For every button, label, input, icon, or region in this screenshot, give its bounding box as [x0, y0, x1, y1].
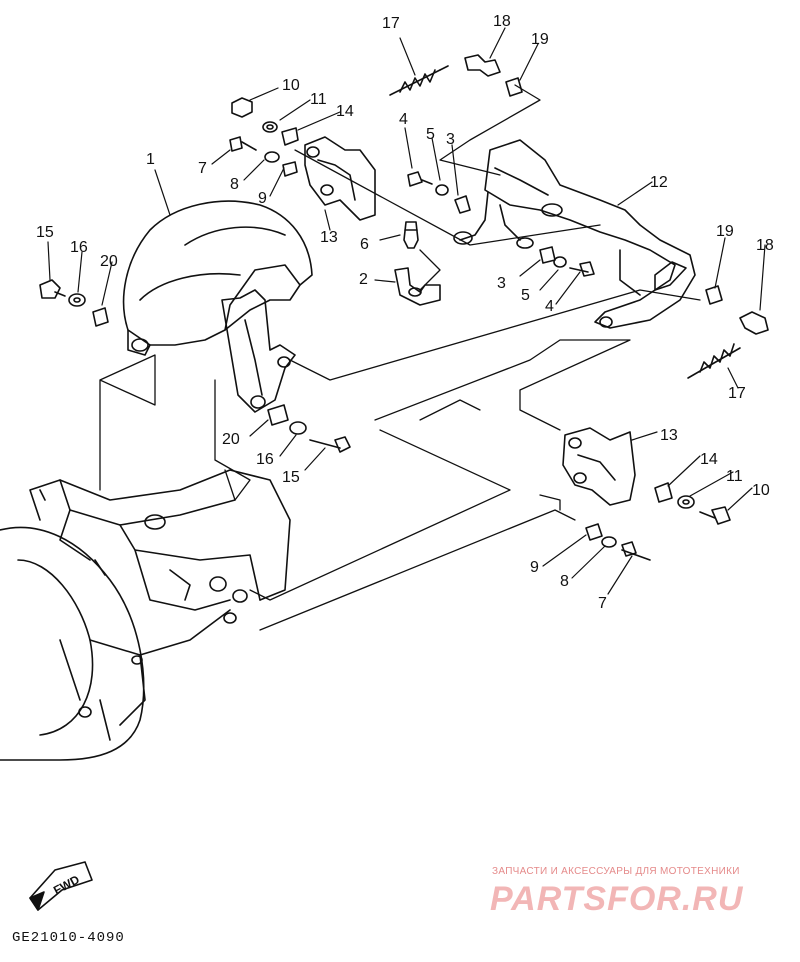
- spring-upper: [389, 65, 449, 96]
- diagram-code: GE21010-4090: [12, 930, 125, 946]
- hardware-upper-left: [229, 97, 299, 177]
- grease-nipple-part-6: [403, 221, 419, 249]
- callout-5: 5: [521, 287, 530, 304]
- callout-8: 8: [560, 573, 569, 590]
- hardware-lower-right: [585, 482, 731, 561]
- hardware-right-mid: [539, 246, 595, 277]
- callout-20: 20: [100, 253, 118, 270]
- callout-9: 9: [530, 559, 539, 576]
- pin-lower: [739, 311, 769, 335]
- hardware-middle: [407, 171, 471, 214]
- callout-6: 6: [360, 236, 369, 253]
- leader-lines: [47, 27, 766, 595]
- callout-10: 10: [282, 77, 300, 94]
- hardware-left: [39, 279, 109, 327]
- mount-arm: [221, 289, 296, 413]
- callout-1: 1: [146, 151, 155, 168]
- callout-14: 14: [336, 103, 354, 120]
- callout-8: 8: [230, 176, 239, 193]
- callout-2: 2: [359, 271, 368, 288]
- callout-20: 20: [222, 431, 240, 448]
- callout-7: 7: [198, 160, 207, 177]
- callout-5: 5: [426, 126, 435, 143]
- bracket-part-2: [394, 267, 441, 306]
- cover-part-1: [122, 200, 313, 356]
- bracket-part-12: [453, 139, 696, 329]
- callout-9: 9: [258, 190, 267, 207]
- watermark-logo: PARTSFOR.RU: [490, 880, 744, 918]
- callout-17: 17: [728, 385, 746, 402]
- callout-16: 16: [70, 239, 88, 256]
- callout-13: 13: [320, 229, 338, 246]
- callout-labels: 1 2 3 3 4 4 5 5 6 7 7 8 8 9 9 10 10 11 1…: [36, 13, 774, 612]
- callout-17: 17: [382, 15, 400, 32]
- callout-18: 18: [756, 237, 774, 254]
- callout-16: 16: [256, 451, 274, 468]
- callout-7: 7: [598, 595, 607, 612]
- callout-15: 15: [282, 469, 300, 486]
- spring-lower: [687, 343, 741, 379]
- guide-lines: [99, 84, 701, 631]
- plate-part-13-lower: [562, 427, 636, 506]
- pin-upper: [464, 54, 501, 77]
- callout-11: 11: [726, 468, 743, 485]
- fwd-arrow-icon: [29, 861, 93, 911]
- plate-part-13-upper: [304, 136, 376, 221]
- callout-12: 12: [650, 174, 668, 191]
- callout-13: 13: [660, 427, 678, 444]
- callout-19: 19: [716, 223, 734, 240]
- callout-15: 15: [36, 224, 54, 241]
- watermark-tagline: ЗАПЧАСТИ И АКСЕССУАРЫ ДЛЯ МОТОТЕХНИКИ: [492, 866, 740, 877]
- collar-lower: [705, 285, 723, 305]
- callout-10: 10: [752, 482, 770, 499]
- fwd-label: FWD: [51, 872, 82, 897]
- callout-11: 11: [310, 91, 327, 108]
- callout-18: 18: [493, 13, 511, 30]
- callout-4: 4: [545, 298, 554, 315]
- callout-3: 3: [446, 131, 455, 148]
- callout-4: 4: [399, 111, 408, 128]
- collar-upper: [505, 77, 523, 97]
- callout-3: 3: [497, 275, 506, 292]
- callout-19: 19: [531, 31, 549, 48]
- callout-14: 14: [700, 451, 718, 468]
- hardware-arm: [267, 404, 351, 453]
- engine-housing: [0, 469, 291, 761]
